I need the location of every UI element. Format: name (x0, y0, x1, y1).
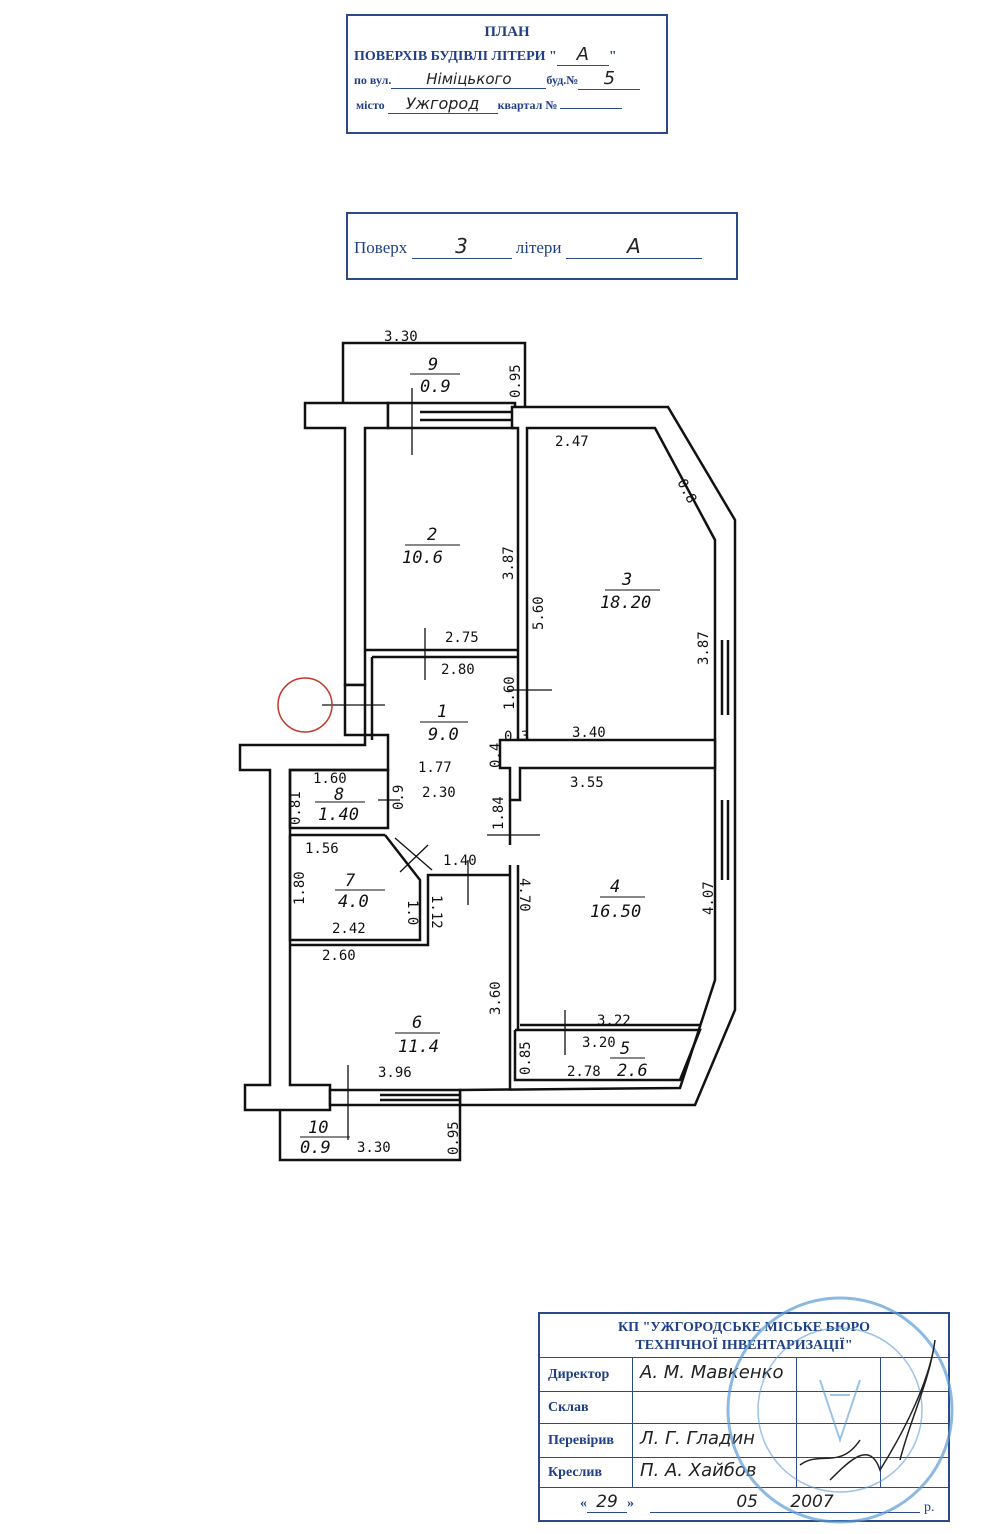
letter-label: літери (515, 238, 562, 257)
building-value: 5 (578, 68, 641, 90)
dimension: 0.95 (446, 1121, 462, 1155)
director-name: А. М. Мавкенко (640, 1362, 784, 1383)
room-3-number: 3 (621, 570, 632, 590)
dimension: 4.70 (516, 878, 532, 912)
drawn-name: П. А. Хайбов (640, 1460, 757, 1481)
room-labels (300, 373, 660, 1138)
dimension: 3.87 (696, 631, 712, 665)
room-5-number: 5 (620, 1039, 630, 1059)
room-3-area: 18.20 (600, 593, 651, 613)
dimension: 2.42 (332, 921, 366, 937)
org-name-line-2: ТЕХНІЧНОЇ ІНВЕНТАРИЗАЦІЇ" (635, 1338, 853, 1353)
room-2-number: 2 (427, 525, 437, 545)
dimension: 3.22 (597, 1013, 631, 1029)
street-value: Німіцького (391, 70, 547, 89)
date-month: 05 (736, 1492, 758, 1512)
city-label: місто (356, 98, 385, 112)
room-9-area: 0.9 (420, 377, 451, 397)
dimension: 5.60 (531, 596, 547, 630)
dimension: 1.77 (418, 760, 452, 776)
dimension: 3.40 (572, 725, 606, 741)
dimension: 3.55 (570, 775, 604, 791)
dimension-labels: 3.30 0.95 2.47 0.8 3.87 5.60 3.87 2.75 2… (288, 329, 717, 1156)
floor-value: 3 (411, 234, 512, 259)
room-7-number: 7 (345, 871, 356, 891)
dimension: 2.80 (441, 662, 475, 678)
room-10-area: 0.9 (300, 1138, 331, 1158)
drawn-label: Креслив (548, 1465, 603, 1480)
walls (238, 341, 737, 1162)
room-8-area: 1.40 (318, 805, 359, 825)
approval-stamp-block: КП "УЖГОРОДСЬКЕ МІСЬКЕ БЮРО ТЕХНІЧНОЇ ІН… (538, 1312, 950, 1522)
dimension: 0.9 (391, 785, 407, 810)
dimension: 1.60 (502, 676, 518, 710)
dimension: 3.30 (384, 329, 418, 345)
room-6-number: 6 (412, 1013, 422, 1033)
dimension: 0.95 (508, 364, 524, 398)
room-8-number: 8 (334, 785, 344, 805)
building-label: буд.№ (546, 73, 579, 87)
room-5-area: 2.6 (617, 1061, 648, 1081)
quarter-label: квартал № (497, 98, 558, 112)
dimension: 0.4 (488, 743, 504, 768)
room-6-area: 11.4 (398, 1037, 439, 1057)
date-year: 2007 (790, 1492, 834, 1512)
room-4-number: 4 (610, 877, 620, 897)
city-value: Ужгород (387, 94, 498, 114)
title-block: ПЛАН ПОВЕРХІВ БУДІВЛІ ЛІТЕРИ "А" по вул.… (346, 14, 668, 134)
dimension: 2.60 (322, 948, 356, 964)
dimension: 4.07 (701, 881, 717, 915)
dimension: 0.81 (288, 791, 304, 825)
dimension: 1.84 (491, 796, 507, 830)
street-label: по вул. (354, 73, 392, 87)
dimension: 2.75 (445, 630, 479, 646)
year-suffix: р. (924, 1500, 935, 1515)
room-1-number: 1 (437, 702, 447, 722)
dimension: 3.60 (488, 981, 504, 1015)
room-1-area: 9.0 (428, 725, 459, 745)
plan-title: ПЛАН (484, 24, 530, 40)
quarter-value (560, 108, 623, 109)
dimension: 0.85 (518, 1041, 534, 1075)
building-letter: А (556, 44, 609, 66)
org-name-line-1: КП "УЖГОРОДСЬКЕ МІСЬКЕ БЮРО (618, 1320, 870, 1335)
floor-label: Поверх (354, 238, 408, 257)
room-4-area: 16.50 (590, 902, 641, 922)
subtitle-label: ПОВЕРХІВ БУДІВЛІ ЛІТЕРИ (354, 49, 546, 64)
marker-circle (277, 677, 333, 733)
dimension: 1.80 (292, 871, 308, 905)
dimension: 1.12 (428, 895, 444, 929)
date-day: 29 (587, 1492, 627, 1513)
dimension: 2.30 (422, 785, 456, 801)
checked-label: Перевірив (548, 1433, 614, 1448)
room-10-number: 10 (308, 1118, 328, 1138)
dimension: 1.60 (313, 771, 347, 787)
date-month-year: 05 2007 (650, 1492, 920, 1513)
dimension: 1.40 (443, 853, 477, 869)
dimension: 1.56 (305, 841, 339, 857)
floor-block: Поверх 3 літери А (346, 212, 738, 280)
letter-value: А (565, 234, 702, 259)
door-marks (322, 388, 566, 1140)
dimension: 0.3 (504, 729, 529, 745)
dimension: 2.47 (555, 434, 589, 450)
dimension: 1.0 (404, 900, 420, 925)
room-7-area: 4.0 (338, 892, 369, 912)
room-9-number: 9 (428, 355, 438, 375)
dimension: 3.20 (582, 1035, 616, 1051)
director-label: Директор (548, 1367, 610, 1382)
dimension: 3.87 (501, 546, 517, 580)
dimension: 3.96 (378, 1065, 412, 1081)
checked-name: Л. Г. Гладин (640, 1428, 755, 1449)
dimension: 3.30 (357, 1140, 391, 1156)
room-2-area: 10.6 (402, 548, 443, 568)
dimension: 2.78 (567, 1064, 601, 1080)
composed-label: Склав (548, 1400, 589, 1415)
